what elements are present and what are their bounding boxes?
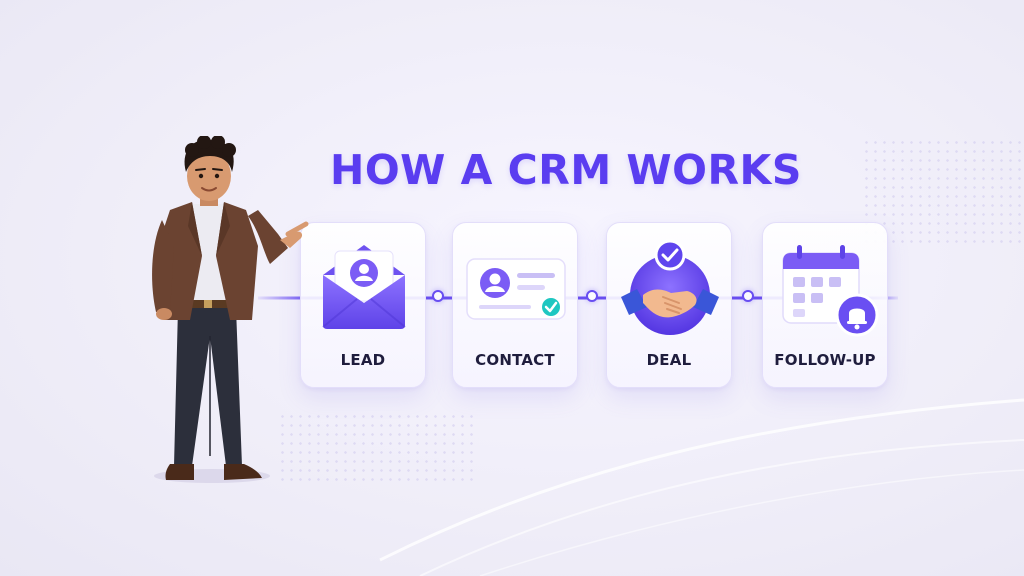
contact-card-icon — [466, 258, 566, 320]
envelope-user-icon — [322, 245, 406, 329]
handshake-icon — [621, 239, 719, 335]
step-card-lead: LEAD — [300, 222, 426, 388]
step-card-contact: CONTACT — [452, 222, 578, 388]
step-label: CONTACT — [475, 351, 555, 369]
connector-node — [586, 290, 598, 302]
connector-node — [742, 290, 754, 302]
step-card-follow-up: FOLLOW-UP — [762, 222, 888, 388]
step-label: LEAD — [340, 351, 386, 369]
step-card-deal: DEAL — [606, 222, 732, 388]
calendar-bell-icon — [782, 245, 879, 337]
flow-connector-line — [258, 296, 898, 300]
page-title: HOW A CRM WORKS — [330, 146, 802, 194]
step-label: FOLLOW-UP — [774, 351, 876, 369]
presenter-illustration — [152, 136, 309, 483]
dot-pattern-top-right — [862, 138, 1024, 248]
dot-pattern-bottom-left — [278, 412, 478, 482]
step-label: DEAL — [646, 351, 692, 369]
connector-node — [432, 290, 444, 302]
